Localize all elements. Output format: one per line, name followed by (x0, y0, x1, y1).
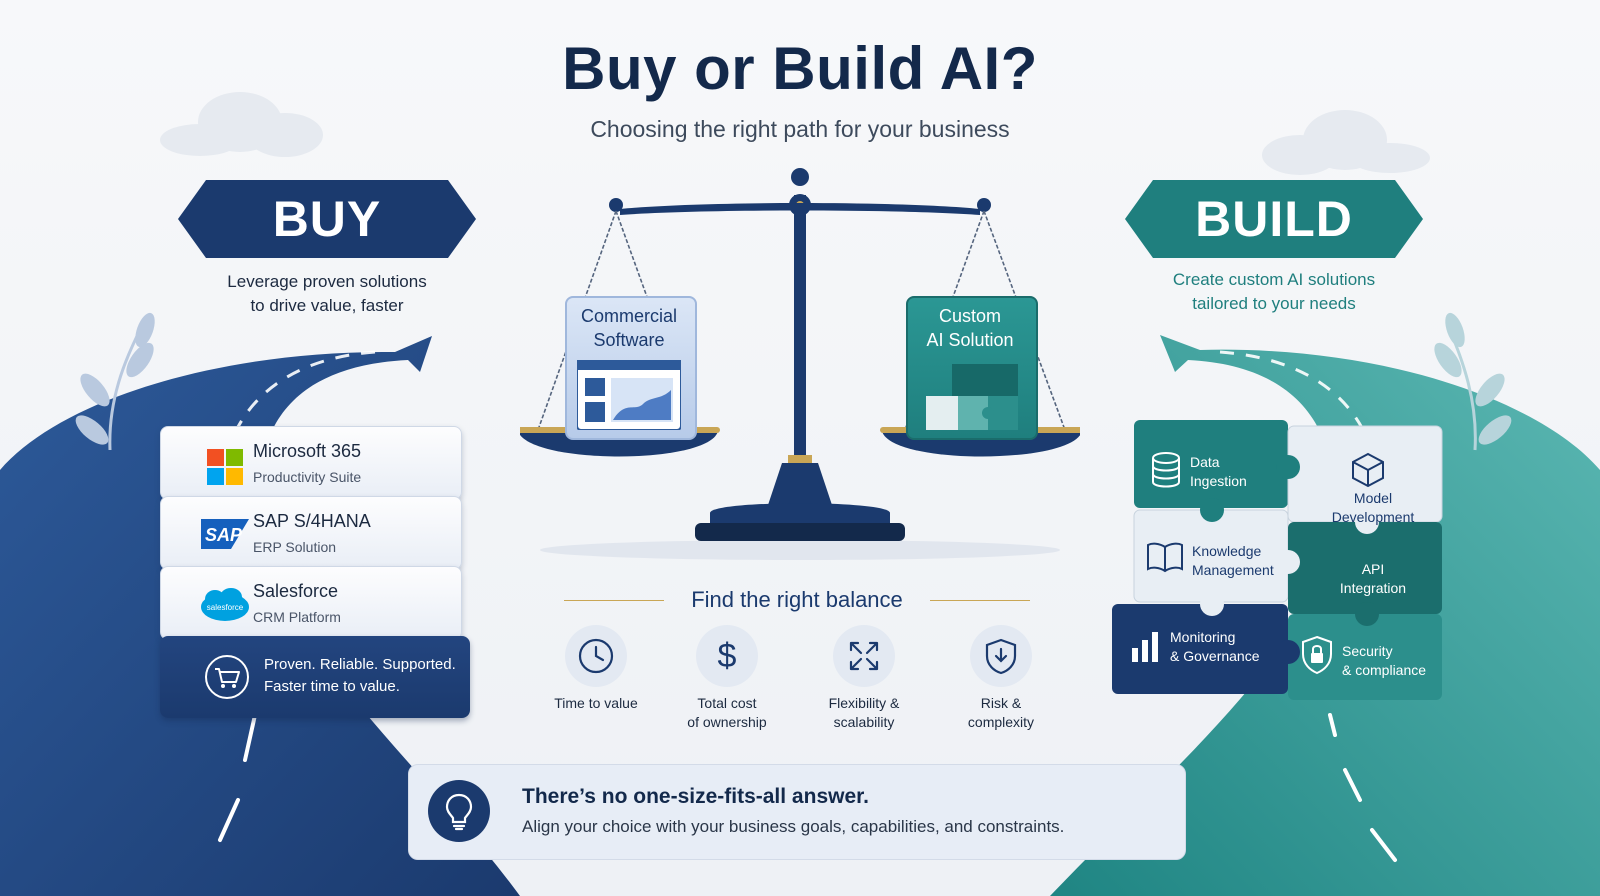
piece-line1: API (1361, 561, 1385, 577)
piece-security-compliance: Security & compliance (1342, 642, 1426, 680)
microsoft-logo-icon (207, 449, 243, 485)
divider-right (930, 600, 1030, 601)
buy-label: BUY (272, 191, 382, 247)
card-subtitle: ERP Solution (253, 539, 337, 555)
build-tagline: Create custom AI solutions tailored to y… (1125, 268, 1423, 316)
piece-line1: Data (1190, 454, 1220, 470)
card-subtitle: Productivity Suite (253, 469, 362, 485)
commercial-software-label: Commercial Software (565, 304, 693, 352)
svg-text:salesforce: salesforce (207, 603, 244, 612)
factor-line1: Time to value (554, 695, 638, 711)
buy-card-salesforce: salesforce Salesforce CRM Platform (160, 566, 462, 640)
buy-tagline-line2: to drive value, faster (250, 296, 404, 315)
build-banner (1125, 180, 1423, 258)
buy-summary-line2: Faster time to value. (264, 678, 400, 695)
factor-flexibility-label: Flexibility & scalability (808, 694, 920, 732)
piece-line1: Monitoring (1170, 629, 1236, 645)
callout-body: Align your choice with your business goa… (522, 817, 1065, 836)
piece-line2: Management (1192, 562, 1274, 578)
salesforce-logo-icon: salesforce (201, 588, 249, 621)
puzzle-icon (926, 364, 1018, 430)
software-window-icon (577, 360, 681, 430)
piece-data-ingestion: Data Ingestion (1190, 453, 1247, 491)
page-subtitle: Choosing the right path for your busines… (590, 116, 1010, 142)
factor-line2: of ownership (687, 714, 767, 730)
card-title: Microsoft 365 (253, 441, 362, 461)
build-tagline-line2: tailored to your needs (1192, 294, 1356, 313)
lock-icon (1302, 635, 1332, 675)
cube-icon (1352, 452, 1384, 488)
callout-box (408, 764, 1186, 860)
piece-line1: Security (1342, 643, 1393, 659)
piece-api-integration: API Integration (1318, 560, 1428, 598)
piece-line2: Ingestion (1190, 473, 1247, 489)
card-title: SAP S/4HANA (253, 511, 371, 531)
card-title: Salesforce (253, 581, 339, 601)
lightbulb-icon (428, 780, 490, 842)
database-icon (1152, 452, 1180, 488)
factor-flexibility-circle (833, 625, 895, 687)
factor-line1: Risk & (980, 695, 1022, 711)
custom-label-line1: Custom (938, 306, 1001, 326)
clock-icon (578, 638, 614, 674)
piece-line2: Integration (1339, 580, 1407, 596)
leaves-left (75, 312, 155, 451)
piece-line2: Development (1331, 509, 1415, 525)
dollar-icon: $ (717, 637, 737, 675)
custom-ai-solution-label: Custom AI Solution (906, 304, 1034, 352)
buy-tagline: Leverage proven solutions to drive value… (178, 270, 476, 318)
puzzle-pieces (1112, 420, 1443, 700)
divider-left (564, 600, 664, 601)
piece-line2: & compliance (1342, 662, 1427, 678)
factor-line2: complexity (967, 714, 1035, 730)
factor-line2: scalability (833, 714, 895, 730)
sap-logo-icon: SAP (201, 519, 249, 549)
bar-chart-icon (1132, 632, 1158, 662)
factor-risk-circle (970, 625, 1032, 687)
buy-card-microsoft: Microsoft 365 Productivity Suite (160, 426, 462, 500)
page-title: Buy or Build AI? (562, 35, 1038, 102)
buy-summary-card: Proven. Reliable. Supported. Faster time… (160, 636, 470, 718)
commercial-label-line1: Commercial (580, 306, 677, 326)
piece-line1: Knowledge (1192, 543, 1262, 559)
factor-risk-label: Risk & complexity (945, 694, 1057, 732)
build-label: BUILD (1195, 191, 1353, 247)
shield-icon (985, 638, 1017, 675)
book-icon (1147, 542, 1183, 573)
card-subtitle: CRM Platform (253, 609, 341, 625)
piece-line1: Model (1353, 490, 1393, 506)
buy-summary-line1: Proven. Reliable. Supported. (264, 656, 456, 673)
build-tagline-line1: Create custom AI solutions (1172, 270, 1376, 289)
leaves-right (1434, 312, 1512, 451)
factor-cost-label: Total cost of ownership (671, 694, 783, 732)
factor-line1: Flexibility & (828, 695, 900, 711)
expand-arrows-icon (849, 641, 879, 671)
cloud-left (160, 92, 323, 157)
piece-monitoring-governance: Monitoring & Governance (1170, 628, 1260, 666)
buy-tagline-line1: Leverage proven solutions (227, 272, 427, 291)
buy-banner (178, 180, 476, 258)
shopping-cart-icon (205, 655, 249, 699)
commercial-label-line2: Software (593, 330, 665, 350)
buy-card-sap: SAP SAP S/4HANA ERP Solution (160, 496, 462, 570)
piece-line2: & Governance (1170, 648, 1260, 664)
factor-line1: Total cost (697, 695, 757, 711)
piece-knowledge-management: Knowledge Management (1192, 542, 1274, 580)
piece-model-development: Model Development (1318, 489, 1428, 527)
custom-label-line2: AI Solution (926, 330, 1014, 350)
factor-cost-circle: $ (696, 625, 758, 687)
cloud-right (1262, 110, 1430, 175)
balance-heading: Find the right balance (691, 587, 903, 612)
factor-time-label: Time to value (540, 694, 652, 713)
callout-title: There’s no one-size-fits-all answer. (522, 785, 869, 808)
svg-text:SAP: SAP (205, 525, 243, 545)
factor-time-circle (565, 625, 627, 687)
